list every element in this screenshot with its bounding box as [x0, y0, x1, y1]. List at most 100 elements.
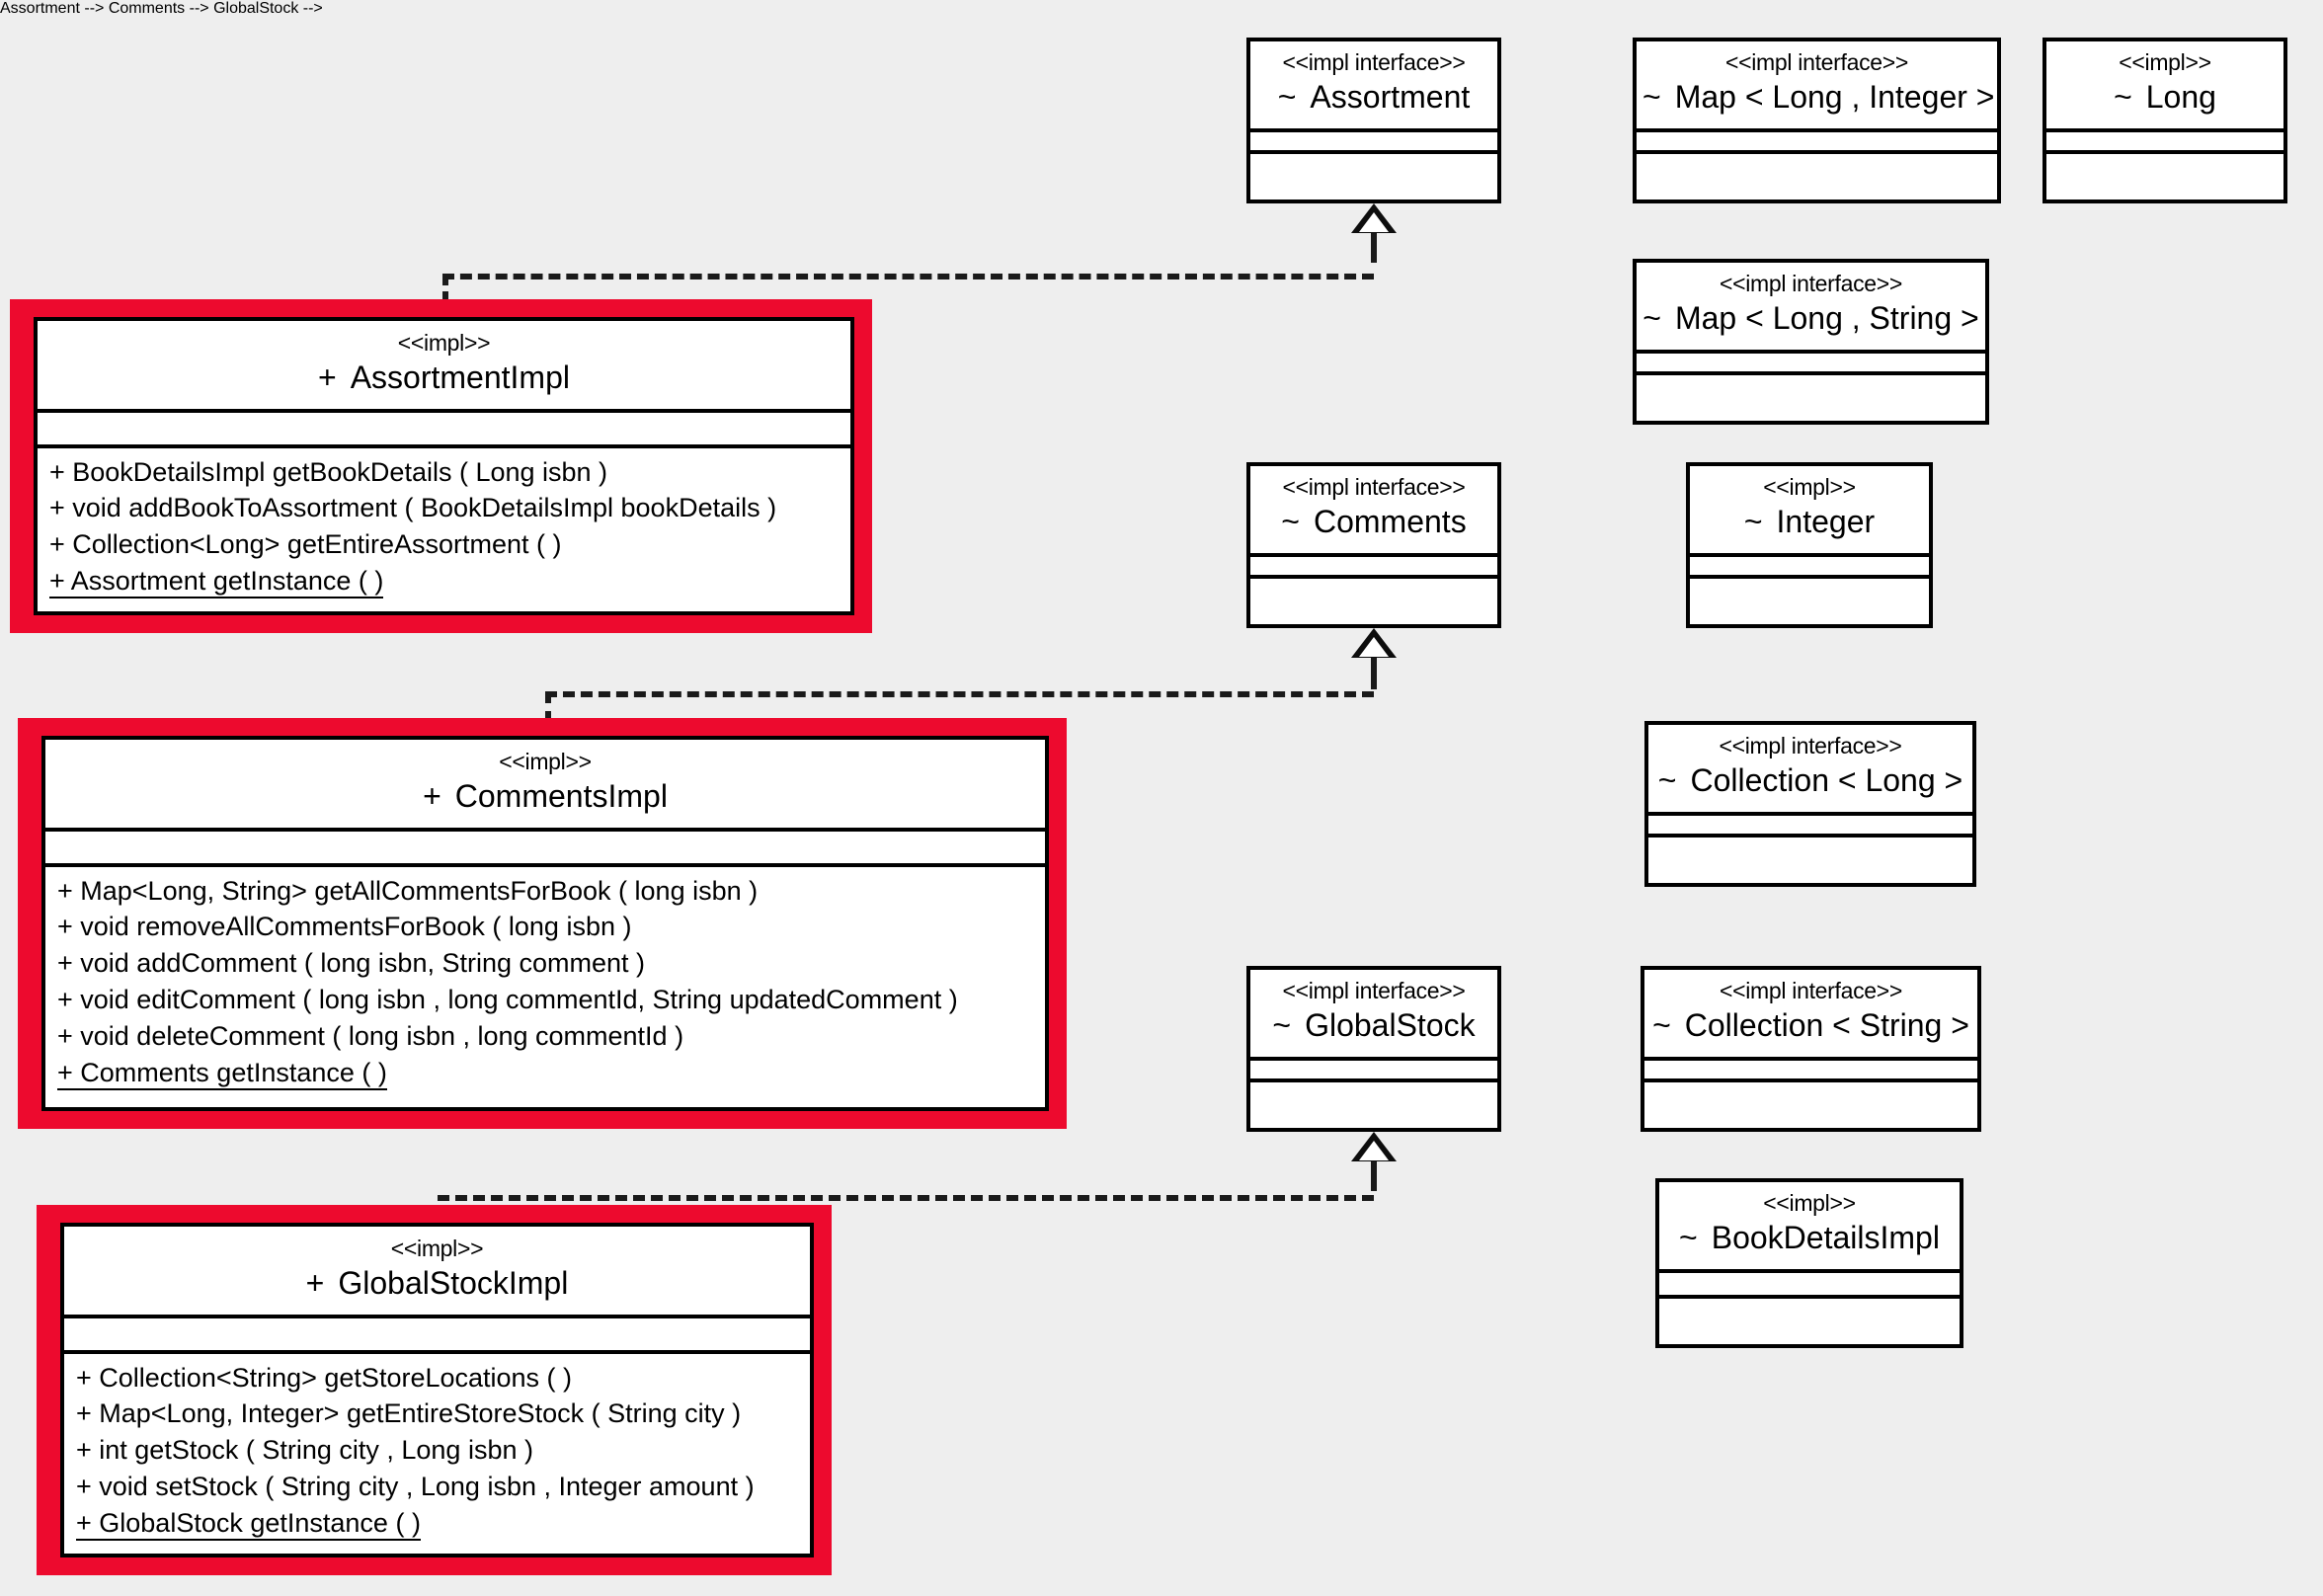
operation-signature: + void removeAllCommentsForBook ( long i…: [57, 912, 632, 942]
interface-title-compartment: <<impl>> ~Integer: [1690, 466, 1929, 557]
operation-row: + void addComment ( long isbn, String co…: [45, 945, 1045, 982]
operation-row-static: + GlobalStock getInstance ( ): [64, 1505, 810, 1545]
visibility-marker: ~: [1277, 78, 1297, 115]
attributes-compartment: [1250, 556, 1497, 579]
interface-name-text: Map < Long , String >: [1674, 299, 1979, 336]
interface-box-bookdetailsimpl[interactable]: <<impl>> ~BookDetailsImpl: [1655, 1178, 1963, 1348]
stereotype-label: <<impl interface>>: [1724, 49, 1909, 75]
visibility-marker: ~: [1272, 1006, 1292, 1043]
realization-stem-globalstock: [1371, 1161, 1377, 1191]
stereotype-label: <<impl>>: [397, 330, 491, 356]
operation-signature: + void addBookToAssortment ( BookDetails…: [49, 493, 777, 523]
class-box-globalstock-impl[interactable]: <<impl>> +GlobalStockImpl + Collection<S…: [60, 1223, 814, 1557]
operation-signature: + void deleteComment ( long isbn , long …: [57, 1021, 684, 1051]
visibility-marker: ~: [1642, 78, 1661, 115]
visibility-marker: ~: [1743, 503, 1763, 539]
attributes-compartment: [1637, 131, 1997, 154]
operation-signature: + int getStock ( String city , Long isbn…: [76, 1435, 533, 1466]
interface-title-compartment: <<impl interface>> ~ Map < Long , String …: [1637, 263, 1985, 354]
operation-row: + void deleteComment ( long isbn , long …: [45, 1018, 1045, 1055]
interface-box-comments[interactable]: <<impl interface>> ~Comments: [1246, 462, 1501, 628]
stereotype-label: <<impl interface>>: [1719, 271, 1903, 296]
interface-title-compartment: <<impl interface>> ~ Map < Long , Integer…: [1637, 41, 1997, 132]
interface-name: ~ Collection < Long >: [1654, 762, 1966, 800]
stereotype-label: <<impl interface>>: [1282, 49, 1466, 75]
operation-signature: + Collection<Long> getEntireAssortment (…: [49, 529, 562, 560]
attributes-compartment: [64, 1317, 810, 1354]
class-name: + CommentsImpl: [55, 778, 1035, 816]
attributes-compartment: [1250, 1060, 1497, 1082]
interface-box-collection-long[interactable]: <<impl interface>> ~ Collection < Long >: [1644, 721, 1976, 887]
visibility-marker: +: [305, 1264, 325, 1301]
interface-name: ~BookDetailsImpl: [1665, 1220, 1954, 1257]
operation-row: + BookDetailsImpl getBookDetails ( Long …: [38, 454, 850, 491]
attributes-compartment: [1250, 131, 1497, 154]
operation-signature: + Map<Long, String> getAllCommentsForBoo…: [57, 875, 759, 906]
operations-compartment: [1659, 1299, 1960, 1344]
interface-box-map-long-string[interactable]: <<impl interface>> ~ Map < Long , String …: [1633, 259, 1989, 425]
interface-name-text: GlobalStock: [1305, 1006, 1476, 1043]
realization-drop-comments: [545, 691, 551, 723]
interface-title-compartment: <<impl interface>> ~GlobalStock: [1250, 970, 1497, 1061]
operation-row: + Collection<String> getStoreLocations (…: [64, 1360, 810, 1396]
interface-name-text: Integer: [1776, 503, 1876, 539]
interface-name-text: Long: [2145, 78, 2216, 115]
operations-compartment: + Collection<String> getStoreLocations (…: [64, 1353, 810, 1554]
visibility-marker: ~: [1642, 299, 1661, 336]
class-name-text: AssortmentImpl: [350, 359, 570, 395]
operation-signature: + BookDetailsImpl getBookDetails ( Long …: [49, 456, 608, 487]
interface-name-text: Collection < Long >: [1690, 761, 1963, 798]
operations-compartment: + Map<Long, String> getAllCommentsForBoo…: [45, 866, 1045, 1107]
realization-line-comments: [545, 691, 1374, 697]
interface-box-long[interactable]: <<impl>> ~Long: [2043, 38, 2287, 203]
stereotype-label: <<impl>>: [390, 1236, 484, 1261]
stereotype-label: <<impl>>: [2119, 49, 2211, 75]
attributes-compartment: [1659, 1272, 1960, 1299]
realization-line-globalstock: [438, 1195, 1374, 1201]
interface-box-map-long-integer[interactable]: <<impl interface>> ~ Map < Long , Integer…: [1633, 38, 2001, 203]
operation-signature: + Assortment getInstance ( ): [49, 567, 384, 598]
realization-line-assortment: [442, 274, 1374, 279]
operations-compartment: [1250, 154, 1497, 200]
interface-box-collection-string[interactable]: <<impl interface>> ~Collection < String …: [1641, 966, 1981, 1132]
class-title-compartment: <<impl>> +CommentsImpl: [45, 740, 1045, 832]
visibility-marker: +: [423, 777, 441, 814]
operations-compartment: [1644, 1082, 1977, 1128]
operation-row: + void editComment ( long isbn , long co…: [45, 982, 1045, 1018]
class-name: +AssortmentImpl: [47, 359, 841, 397]
operation-row: + Map<Long, Integer> getEntireStoreStock…: [64, 1396, 810, 1432]
operations-compartment: [1250, 1082, 1497, 1128]
highlight-frame-comments-impl: <<impl>> +CommentsImpl + Map<Long, Strin…: [18, 718, 1067, 1129]
operation-row-static: + Assortment getInstance ( ): [38, 563, 850, 602]
operation-row: + Map<Long, String> getAllCommentsForBoo…: [45, 873, 1045, 910]
operation-row-static: + Comments getInstance ( ): [45, 1055, 1045, 1094]
interface-name-text: Collection < String >: [1684, 1006, 1969, 1043]
operation-signature: + Comments getInstance ( ): [57, 1058, 387, 1090]
interface-box-globalstock[interactable]: <<impl interface>> ~GlobalStock: [1246, 966, 1501, 1132]
stereotype-label: <<impl>>: [1763, 1190, 1856, 1216]
interface-name-text: Assortment: [1310, 78, 1471, 115]
interface-box-integer[interactable]: <<impl>> ~Integer: [1686, 462, 1933, 628]
class-name-text: CommentsImpl: [454, 777, 668, 814]
operation-signature: + Collection<String> getStoreLocations (…: [76, 1362, 573, 1393]
interface-name: ~ Map < Long , String >: [1642, 300, 1979, 338]
interface-name: ~Long: [2052, 79, 2278, 117]
arrowhead-fill: [1359, 1141, 1389, 1160]
interface-box-assortment[interactable]: <<impl interface>> ~ Assortment: [1246, 38, 1501, 203]
operations-compartment: [1637, 375, 1985, 421]
class-box-assortment-impl[interactable]: <<impl>> +AssortmentImpl + BookDetailsIm…: [34, 317, 854, 615]
operation-signature: + void setStock ( String city , Long isb…: [76, 1472, 755, 1502]
operations-compartment: [2046, 154, 2283, 200]
stereotype-label: <<impl interface>>: [1719, 733, 1902, 758]
attributes-compartment: [45, 831, 1045, 867]
arrowhead-fill: [1359, 637, 1389, 657]
class-box-comments-impl[interactable]: <<impl>> +CommentsImpl + Map<Long, Strin…: [41, 736, 1049, 1111]
operation-row: + Collection<Long> getEntireAssortment (…: [38, 526, 850, 563]
attributes-compartment: [2046, 131, 2283, 154]
interface-name: ~ Assortment: [1256, 79, 1491, 117]
interface-name: ~Collection < String >: [1650, 1007, 1971, 1045]
interface-title-compartment: <<impl interface>> ~Collection < String …: [1644, 970, 1977, 1061]
visibility-marker: ~: [1657, 761, 1677, 798]
class-name: +GlobalStockImpl: [74, 1265, 800, 1303]
interface-name-text: Map < Long , Integer >: [1674, 78, 1995, 115]
